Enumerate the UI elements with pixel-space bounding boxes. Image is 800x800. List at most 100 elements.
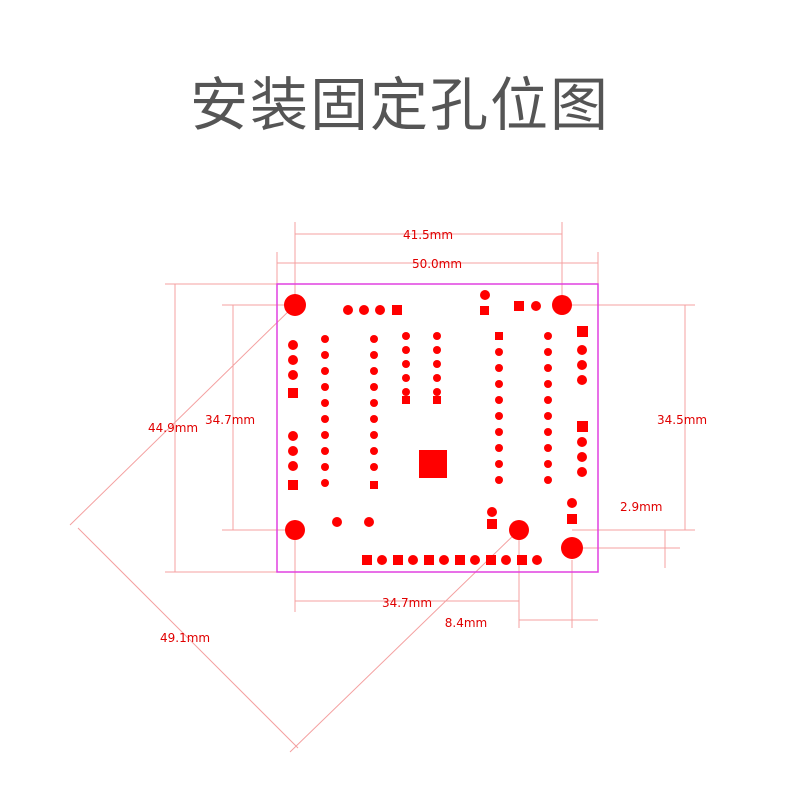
board-outline xyxy=(276,283,599,573)
round-pin-pad-67 xyxy=(544,460,552,468)
round-pin-pad-68 xyxy=(544,476,552,484)
round-pin-pad-59 xyxy=(544,332,552,340)
round-pin-pad-30 xyxy=(370,383,378,391)
center-chip-pad xyxy=(419,450,447,478)
round-pin-pad-71 xyxy=(577,360,587,370)
round-pin-pad-41 xyxy=(402,388,410,396)
round-pin-pad-45 xyxy=(433,360,441,368)
round-pin-pad-39 xyxy=(402,360,410,368)
round-pin-pad-86 xyxy=(408,555,418,565)
round-pin-pad-9 xyxy=(288,340,298,350)
round-pin-pad-55 xyxy=(495,428,503,436)
round-pin-pad-17 xyxy=(321,335,329,343)
square-pin-pad-83 xyxy=(362,555,372,565)
round-pin-pad-34 xyxy=(370,447,378,455)
round-pin-pad-3 xyxy=(375,305,385,315)
square-pin-pad-7 xyxy=(514,301,524,311)
round-pin-pad-5 xyxy=(480,290,490,300)
dimension-line xyxy=(69,304,296,526)
square-pin-pad-36 xyxy=(370,481,378,489)
round-pin-pad-15 xyxy=(288,461,298,471)
dim-hole-span-bottom: 34.7mm xyxy=(382,596,432,610)
dim-hole-span-right: 34.5mm xyxy=(657,413,707,427)
dimension-lines xyxy=(69,222,695,753)
round-pin-pad-50 xyxy=(495,348,503,356)
round-pin-pad-61 xyxy=(544,364,552,372)
square-pin-pad-73 xyxy=(577,421,588,432)
round-pin-pad-84 xyxy=(377,555,387,565)
round-pin-pad-57 xyxy=(495,460,503,468)
round-pin-pad-40 xyxy=(402,374,410,382)
mounting-hole-bottom-left xyxy=(285,520,305,540)
square-pin-pad-91 xyxy=(486,555,496,565)
square-pin-pad-12 xyxy=(288,388,298,398)
round-pin-pad-63 xyxy=(544,396,552,404)
round-pin-pad-24 xyxy=(321,447,329,455)
round-pin-pad-28 xyxy=(370,351,378,359)
round-pin-pad-65 xyxy=(544,428,552,436)
round-pin-pad-70 xyxy=(577,345,587,355)
round-pin-pad-10 xyxy=(288,355,298,365)
mounting-hole-top-left xyxy=(284,294,306,316)
round-pin-pad-60 xyxy=(544,348,552,356)
round-pin-pad-52 xyxy=(495,380,503,388)
round-pin-pad-46 xyxy=(433,374,441,382)
round-pin-pad-76 xyxy=(577,467,587,477)
mounting-hole-top-right xyxy=(552,295,572,315)
round-pin-pad-29 xyxy=(370,367,378,375)
mounting-hole-bottom-right xyxy=(561,537,583,559)
round-pin-pad-90 xyxy=(470,555,480,565)
round-pin-pad-23 xyxy=(321,431,329,439)
round-pin-pad-33 xyxy=(370,431,378,439)
round-pin-pad-72 xyxy=(577,375,587,385)
square-pin-pad-4 xyxy=(392,305,402,315)
dim-board-height: 44.9mm xyxy=(148,421,198,435)
dim-board-width: 50.0mm xyxy=(412,257,462,271)
square-pin-pad-48 xyxy=(433,396,441,404)
square-pin-pad-16 xyxy=(288,480,298,490)
round-pin-pad-81 xyxy=(332,517,342,527)
round-pin-pad-27 xyxy=(370,335,378,343)
round-pin-pad-79 xyxy=(487,507,497,517)
square-pin-pad-49 xyxy=(495,332,503,340)
round-pin-pad-14 xyxy=(288,446,298,456)
pin-pads xyxy=(288,290,588,565)
round-pin-pad-25 xyxy=(321,463,329,471)
round-pin-pad-64 xyxy=(544,412,552,420)
round-pin-pad-26 xyxy=(321,479,329,487)
round-pin-pad-51 xyxy=(495,364,503,372)
round-pin-pad-82 xyxy=(364,517,374,527)
square-pin-pad-85 xyxy=(393,555,403,565)
round-pin-pad-22 xyxy=(321,415,329,423)
dim-hole-offset-right: 2.9mm xyxy=(620,500,662,514)
dim-hole-span-left: 34.7mm xyxy=(205,413,255,427)
round-pin-pad-75 xyxy=(577,452,587,462)
round-pin-pad-47 xyxy=(433,388,441,396)
round-pin-pad-74 xyxy=(577,437,587,447)
round-pin-pad-44 xyxy=(433,346,441,354)
round-pin-pad-92 xyxy=(501,555,511,565)
dimension-line xyxy=(77,527,299,749)
dimension-line xyxy=(289,529,520,753)
round-pin-pad-20 xyxy=(321,383,329,391)
mounting-hole-bottom-middle xyxy=(509,520,529,540)
page-title: 安装固定孔位图 xyxy=(189,71,610,139)
square-pin-pad-80 xyxy=(487,519,497,529)
square-pin-pad-89 xyxy=(455,555,465,565)
round-pin-pad-35 xyxy=(370,463,378,471)
round-pin-pad-38 xyxy=(402,346,410,354)
round-pin-pad-11 xyxy=(288,370,298,380)
round-pin-pad-94 xyxy=(532,555,542,565)
round-pin-pad-54 xyxy=(495,412,503,420)
round-pin-pad-19 xyxy=(321,367,329,375)
round-pin-pad-62 xyxy=(544,380,552,388)
square-pin-pad-69 xyxy=(577,326,588,337)
round-pin-pad-21 xyxy=(321,399,329,407)
mounting-holes xyxy=(284,294,583,559)
square-pin-pad-42 xyxy=(402,396,410,404)
round-pin-pad-1 xyxy=(343,305,353,315)
dim-diagonal: 49.1mm xyxy=(160,631,210,645)
round-pin-pad-32 xyxy=(370,415,378,423)
round-pin-pad-31 xyxy=(370,399,378,407)
round-pin-pad-88 xyxy=(439,555,449,565)
